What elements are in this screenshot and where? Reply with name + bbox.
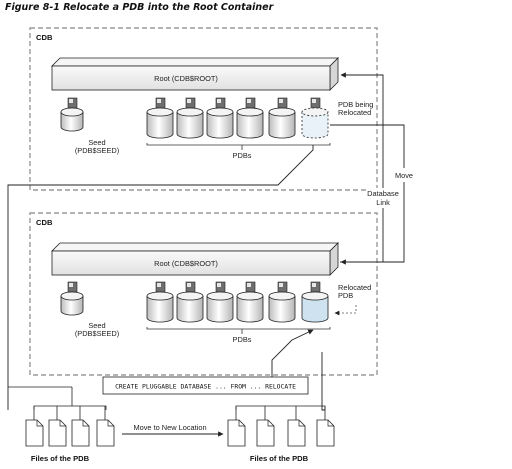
database-link-label-2: Link [376, 198, 390, 207]
move-label: Move [395, 171, 413, 180]
bottom-seed-db [60, 281, 84, 316]
bottom-pdbs-pdb-5 [268, 281, 296, 323]
bottom-seed-label-1: Seed [88, 321, 105, 330]
files-right-bracket [235, 405, 326, 410]
top-pdb-bracket [146, 143, 331, 146]
file-icon-left-4 [96, 419, 115, 447]
command-text: CREATE PLUGGABLE DATABASE ... FROM ... R… [115, 383, 296, 391]
bottom-root-container [51, 242, 339, 276]
file-icon-left-1 [25, 419, 44, 447]
bottom-seed-cylinder [60, 281, 84, 316]
bottom-pdbs-pdb-1 [146, 281, 174, 323]
top-relocating-label-2: Relocated [338, 108, 371, 117]
bottom-seed-label-2: (PDB$SEED) [75, 329, 119, 338]
top-cdb-border [29, 27, 378, 191]
file-icon-right-4 [316, 419, 335, 447]
files-left-bracket [33, 405, 107, 410]
file-icon-left-2 [48, 419, 67, 447]
file-icon-right-2 [256, 419, 275, 447]
top-cdb-label: CDB [36, 33, 53, 42]
top-pdbs-pdb-1 [146, 97, 174, 139]
bottom-pdbs-pdb-4 [236, 281, 264, 323]
files-source-line [7, 145, 314, 410]
top-relocating-pdb [301, 97, 329, 139]
top-seed-db [60, 97, 84, 132]
top-pdbs-pdb-5 [268, 97, 296, 139]
bottom-cdb-label: CDB [36, 218, 53, 227]
files-right-label: Files of the PDB [250, 454, 309, 463]
bottom-relocated-label-1: Relocated [338, 283, 371, 292]
files-right-group [227, 406, 335, 447]
database-link-arrow [340, 72, 384, 263]
file-icon-left-3 [71, 419, 90, 447]
top-cdb: CDB Root (CDB$ROOT) Seed (PDB$SEED) PDBs… [29, 27, 378, 191]
top-root-container [51, 57, 339, 91]
files-left-group [25, 406, 115, 447]
command-box: CREATE PLUGGABLE DATABASE ... FROM ... R… [102, 376, 309, 395]
bottom-cdb-border [29, 212, 378, 376]
top-pdbs-pdb-2 [176, 97, 204, 139]
top-seed-label-2: (PDB$SEED) [75, 146, 119, 155]
top-pdbs-pdb-4 [236, 97, 264, 139]
bottom-relocated-label-2: PDB [338, 291, 353, 300]
top-pdbs-pdb-3 [206, 97, 234, 139]
bottom-relocated-pdb [301, 281, 329, 323]
top-relocating-label-1: PDB being [338, 100, 373, 109]
top-root-label: Root (CDB$ROOT) [154, 74, 218, 83]
files-left-label: Files of the PDB [31, 454, 90, 463]
top-pdbs-label: PDBs [233, 151, 252, 160]
top-seed-cylinder [60, 97, 84, 132]
bottom-pdbs-pdb-2 [176, 281, 204, 323]
bottom-root-label: Root (CDB$ROOT) [154, 259, 218, 268]
bottom-pdb-group [146, 281, 329, 323]
top-pdb-group [146, 97, 329, 139]
figure-title: Figure 8-1 Relocate a PDB into the Root … [5, 2, 274, 13]
bottom-pdbs-label: PDBs [233, 335, 252, 344]
bottom-pdbs-pdb-3 [206, 281, 234, 323]
file-icon-right-3 [287, 419, 306, 447]
database-link-label-1: Database [367, 189, 399, 198]
top-seed-label-1: Seed [88, 138, 105, 147]
bottom-relocated-link [321, 352, 325, 411]
command-arrow [271, 329, 314, 377]
file-icon-right-1 [227, 419, 246, 447]
relocated-pointer-arrow [334, 305, 357, 316]
move-location-label: Move to New Location [133, 423, 206, 432]
bottom-pdb-bracket [146, 327, 331, 330]
bottom-cdb: CDB Root (CDB$ROOT) Seed (PDB$SEED) PDBs… [29, 212, 378, 376]
